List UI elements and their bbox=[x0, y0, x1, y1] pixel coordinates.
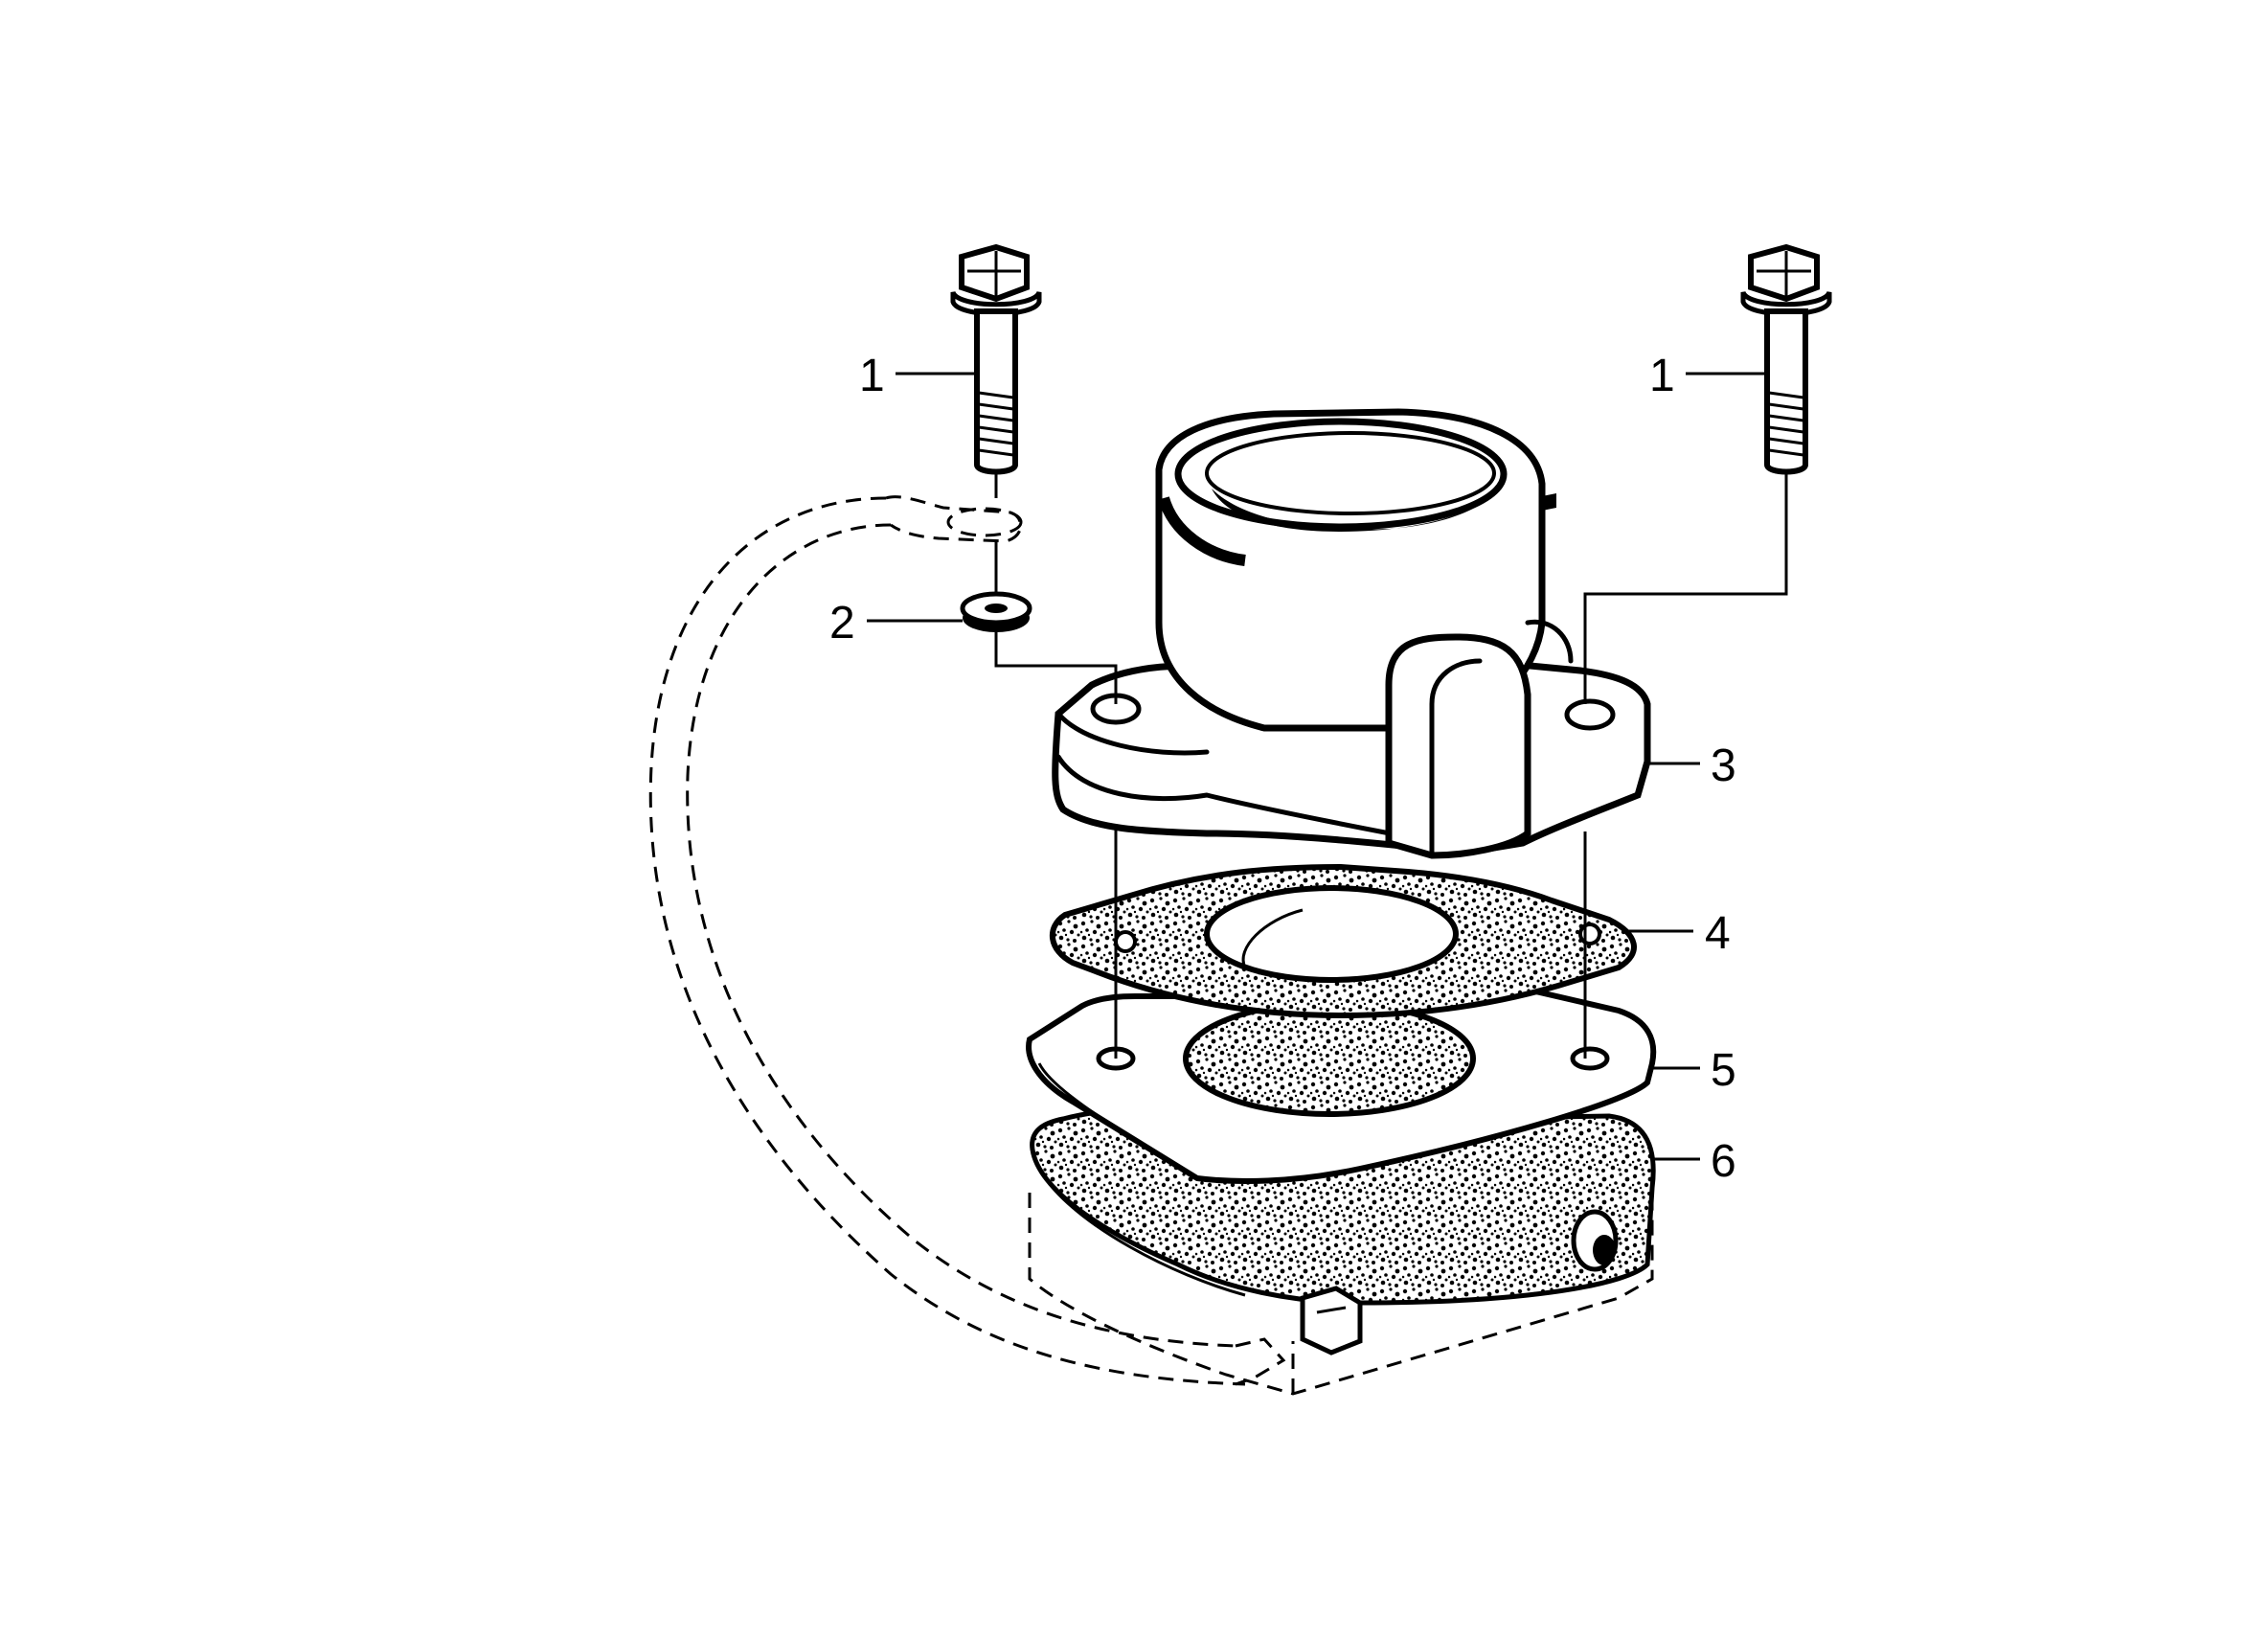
callout-washer: 2 bbox=[829, 598, 855, 649]
callout-bolt-left: 1 bbox=[859, 351, 885, 401]
mounting-base bbox=[1028, 1178, 1654, 1396]
housing bbox=[1052, 408, 1651, 859]
callout-lower-gasket: 6 bbox=[1711, 1136, 1736, 1187]
alignment-lines bbox=[1114, 824, 1587, 1059]
bolt-left bbox=[950, 243, 1042, 498]
callout-spacer-plate: 5 bbox=[1711, 1045, 1736, 1096]
upper-gasket bbox=[1049, 863, 1637, 1019]
callout-bolt-right: 1 bbox=[1649, 351, 1675, 401]
callout-leaders bbox=[867, 372, 1767, 1161]
bolt-right bbox=[1583, 243, 1832, 704]
spacer-plate bbox=[1026, 973, 1657, 1184]
ground-cable bbox=[648, 495, 1286, 1386]
washer bbox=[960, 541, 1118, 704]
callout-labels: 1 1 2 3 4 5 6 bbox=[829, 351, 1736, 1187]
base-bolt bbox=[1300, 1286, 1363, 1355]
callout-upper-gasket: 4 bbox=[1705, 908, 1731, 959]
callout-housing: 3 bbox=[1711, 740, 1736, 791]
